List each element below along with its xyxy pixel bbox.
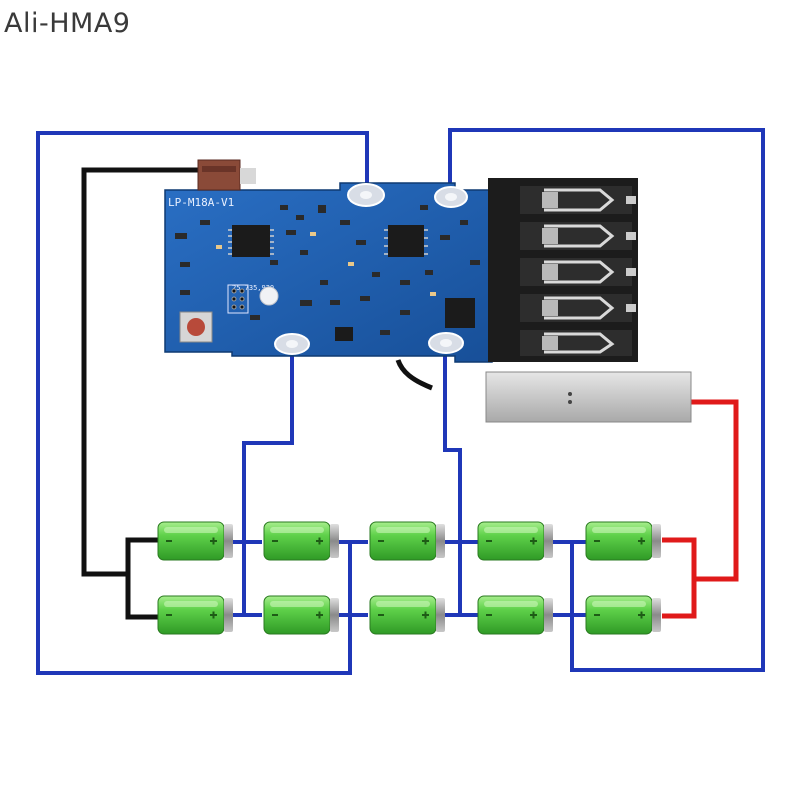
pin-header [227, 284, 249, 314]
battery-cell [585, 521, 661, 561]
battery-cell [585, 595, 661, 635]
bms-board: LP-M18A-V1 25,735,920 [164, 159, 493, 391]
blue-wire-left-pad [242, 348, 294, 615]
board-code: 25,735,920 [232, 284, 274, 292]
thermistor-wire [395, 359, 433, 391]
terminal-connector [488, 178, 638, 362]
battery-cell [369, 595, 445, 635]
battery-cell [263, 595, 339, 635]
board-label: LP-M18A-V1 [168, 196, 234, 209]
battery-cell [263, 521, 339, 561]
jst-connector [197, 159, 256, 191]
blue-wire-left-loop [36, 131, 369, 675]
smd-components [175, 205, 480, 335]
blue-wires [36, 128, 765, 675]
push-button [179, 311, 213, 343]
blue-parallel-links [348, 542, 574, 615]
ic-chips [232, 225, 475, 341]
watermark-text: Ali-HMA9 [4, 8, 131, 39]
battery-cell [369, 521, 445, 561]
metal-strip [485, 371, 692, 423]
mounting-hole [259, 286, 279, 306]
blue-wire-right-pad [443, 348, 462, 615]
red-wire [662, 399, 739, 619]
battery-cells [157, 521, 661, 635]
battery-cell [477, 595, 553, 635]
battery-cell [157, 595, 233, 635]
battery-cell [477, 521, 553, 561]
blue-wire-right-loop [448, 128, 765, 672]
black-wire [81, 167, 212, 620]
battery-cell [157, 521, 233, 561]
